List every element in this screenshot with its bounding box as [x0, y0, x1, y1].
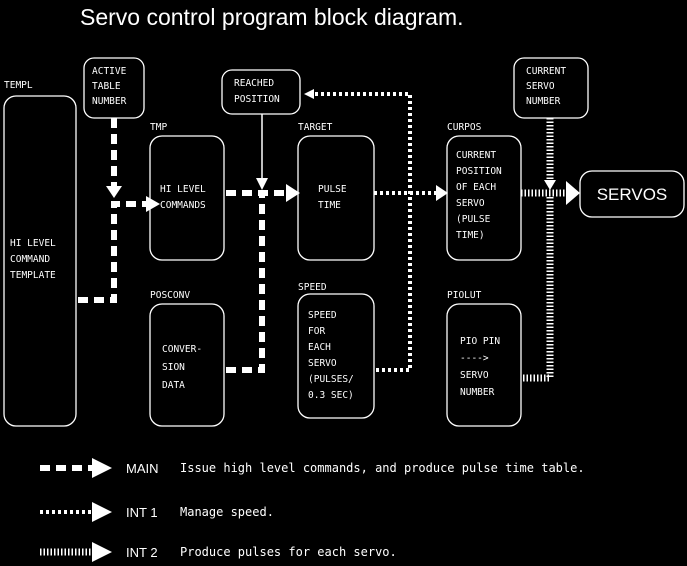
current-servo-text-line: NUMBER [526, 96, 561, 107]
target-label: TARGET [298, 122, 333, 133]
target-box [297, 135, 375, 261]
legend-name: INT 2 [126, 545, 158, 560]
posconv-box [149, 303, 225, 427]
active-table-text-line: ACTIVE [92, 66, 127, 77]
legend-arrows [40, 458, 112, 562]
templ-label: TEMPL [4, 80, 33, 91]
curpos-text-line: SERVO [456, 198, 485, 209]
speed-text-line: 0.3 SEC) [308, 390, 354, 401]
piolut-text-line: PIO PIN [460, 336, 500, 347]
reached-text-line: REACHED [234, 78, 274, 89]
curpos-text-line: TIME) [456, 230, 485, 241]
piolut-label: PIOLUT [447, 290, 482, 301]
current-servo-text-line: SERVO [526, 81, 555, 92]
curpos-text-line: OF EACH [456, 182, 496, 193]
active-table-text-line: NUMBER [92, 96, 127, 107]
templ-text-line: COMMAND [10, 254, 50, 265]
piolut-box [446, 303, 522, 427]
reached-box [221, 69, 301, 115]
tmp-text-line: COMMANDS [160, 200, 206, 211]
posconv-text-line: SION [162, 362, 185, 373]
servos-box [579, 170, 685, 218]
servos-text: SERVOS [597, 185, 668, 204]
speed-text-line: FOR [308, 326, 325, 337]
reached-text-line: POSITION [234, 94, 280, 105]
piolut-text-line: SERVO [460, 370, 489, 381]
speed-box [297, 293, 375, 419]
tmp-label: TMP [150, 122, 167, 133]
curpos-label: CURPOS [447, 122, 482, 133]
legend-name: INT 1 [126, 505, 158, 520]
legend-name: MAIN [126, 461, 159, 476]
legend-description: Manage speed. [180, 505, 274, 519]
curpos-text-line: POSITION [456, 166, 502, 177]
int2-arrowheads [544, 180, 580, 205]
piolut-text-line: NUMBER [460, 387, 495, 398]
curpos-box [446, 135, 522, 261]
posconv-text-line: DATA [162, 380, 185, 391]
main-arrowheads [106, 184, 300, 212]
target-text-line: PULSE [318, 184, 347, 195]
int2-flows [521, 118, 566, 382]
curpos-text-line: (PULSE [456, 214, 491, 225]
curpos-text-line: CURRENT [456, 150, 496, 161]
diagram-title: Servo control program block diagram. [80, 4, 464, 30]
speed-text-line: SPEED [308, 310, 337, 321]
tmp-box [149, 135, 225, 261]
speed-text-line: EACH [308, 342, 331, 353]
templ-text-line: HI LEVEL [10, 238, 56, 249]
int1-arrowheads [304, 89, 448, 201]
posconv-label: POSCONV [150, 290, 190, 301]
posconv-text-line: CONVER- [162, 344, 202, 355]
speed-text-line: (PULSES/ [308, 374, 354, 385]
templ-box [3, 95, 77, 427]
current-servo-text-line: CURRENT [526, 66, 566, 77]
main-flows [78, 118, 288, 373]
target-text-line: TIME [318, 200, 341, 211]
active-table-text-line: TABLE [92, 81, 121, 92]
piolut-text-line: ----> [460, 353, 489, 364]
tmp-text-line: HI LEVEL [160, 184, 206, 195]
speed-text-line: SERVO [308, 358, 337, 369]
templ-text-line: TEMPLATE [10, 270, 56, 281]
legend-description: Produce pulses for each servo. [180, 545, 397, 559]
int1-flows [312, 92, 436, 372]
speed-label: SPEED [298, 282, 327, 293]
legend-description: Issue high level commands, and produce p… [180, 461, 585, 475]
